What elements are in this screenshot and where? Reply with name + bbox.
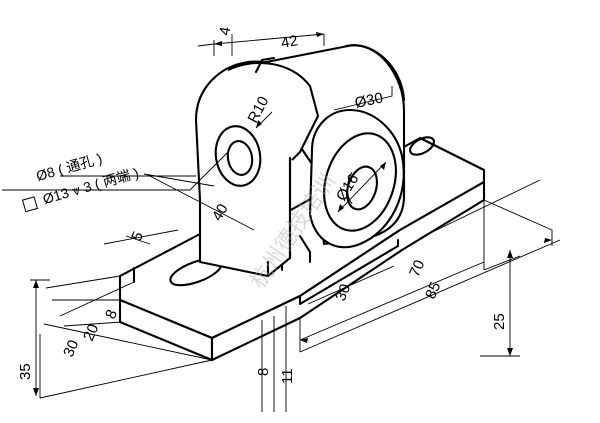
dim-phi30: Ø30 xyxy=(353,89,384,112)
dim-30-front: 30 xyxy=(60,337,82,359)
dim-35: 35 xyxy=(17,363,34,380)
callout-checkbox xyxy=(21,196,39,213)
dim-8-front: 8 xyxy=(102,307,121,322)
dim-70: 70 xyxy=(406,257,428,279)
dim-20: 20 xyxy=(80,321,102,343)
dim-40: 40 xyxy=(209,201,232,224)
dim-85: 85 xyxy=(422,279,444,301)
dim-11: 11 xyxy=(279,368,296,384)
hole-callout: Ø8 ( 通孔 ) Ø13 ⩔ 3 ( 两端 ) xyxy=(21,150,140,213)
dim-5: 5 xyxy=(128,229,147,244)
dimension-labels: 4 42 R10 Ø30 Ø16 40 5 70 85 30 25 8 20 3… xyxy=(17,26,508,384)
dim-42: 42 xyxy=(280,32,299,52)
dim-4: 4 xyxy=(216,26,234,37)
dim-30-slot: 30 xyxy=(332,281,354,303)
dim-8-bottom: 8 xyxy=(255,368,272,376)
dimension-lines xyxy=(2,33,561,412)
dimension-arrows xyxy=(33,32,552,396)
dim-25: 25 xyxy=(491,313,508,330)
base-plate xyxy=(118,136,486,362)
vertical-lug xyxy=(194,56,320,278)
